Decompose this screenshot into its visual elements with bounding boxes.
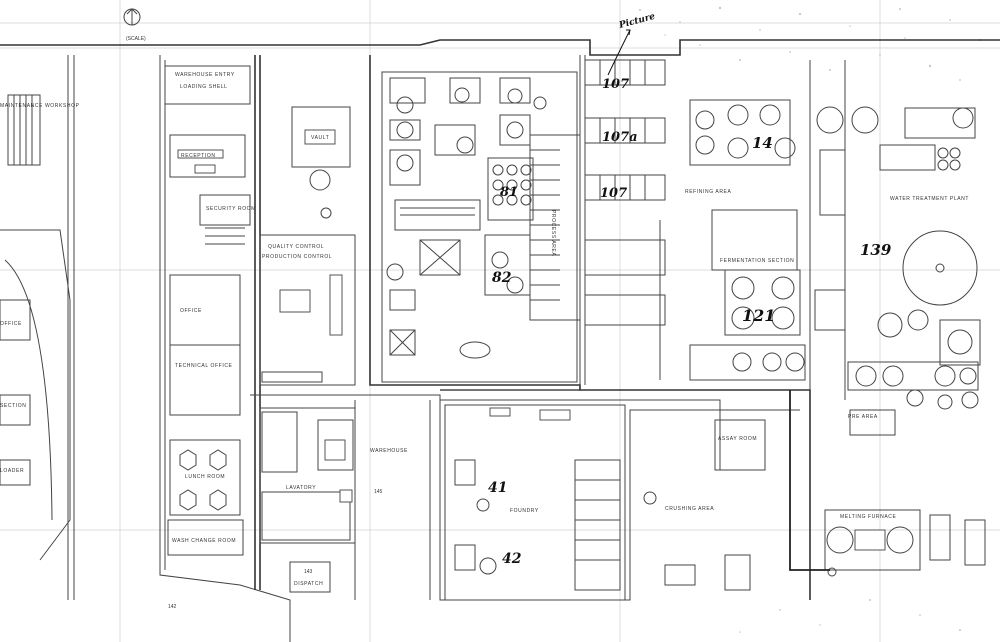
left-maintenance-label: MAINTENANCE WORKSHOP (0, 103, 80, 109)
fermentation-label: FERMENTATION SECTION (720, 258, 794, 264)
callout-143: 143 (304, 569, 313, 575)
control-block: VAULT QUALITY CONTROL PRODUCTION CONTROL (259, 106, 356, 386)
scale-note: (SCALE) (126, 36, 146, 42)
lavatory-label: LAVATORY (286, 485, 316, 491)
callout-145: 145 (374, 489, 383, 495)
melting-furnace: MELTING FURNACE (824, 509, 986, 577)
technical-office-label: TECHNICAL OFFICE (175, 363, 233, 369)
north-arrow-icon: (SCALE) (123, 8, 146, 42)
loading-shell-label: LOADING SHELL (180, 84, 228, 90)
water-treatment-label: WATER TREATMENT PLANT (890, 196, 969, 202)
left-section-label: SECTION (0, 403, 26, 409)
pre-area-label: PRE AREA (848, 414, 878, 420)
pipe-run (440, 389, 830, 571)
callout-41: 41 (488, 480, 507, 496)
refining-area: 107 107a 107 REFINING AREA 14 (584, 59, 796, 380)
control-panel-racks (529, 134, 581, 321)
left-wing: MAINTENANCE WORKSHOP OFFICE SECTION LOAD… (0, 94, 80, 486)
lavatory-block: LAVATORY 143 DISPATCH (259, 407, 356, 593)
callout-81: 81 (500, 185, 518, 200)
callout-107-c: 107 (600, 186, 627, 201)
foundry-block: 41 FOUNDRY 42 CRUSHING AREA ASSAY ROOM P… (444, 404, 878, 601)
warehouse-hall: WAREHOUSE 145 (370, 448, 408, 495)
vault-label: VAULT (311, 135, 329, 141)
water-treatment: WATER TREATMENT PLANT 139 (814, 106, 981, 436)
callout-42: 42 (502, 551, 522, 567)
process-area-label: PROCESS AREA (550, 210, 556, 256)
production-control-label: PRODUCTION CONTROL (262, 254, 332, 260)
dispatch-label: DISPATCH (294, 581, 323, 587)
foundry-label: FOUNDRY (510, 508, 539, 514)
callout-139: 139 (860, 241, 892, 259)
process-area: 81 82 PROCESS AREA (381, 71, 581, 383)
callout-121: 121 (742, 306, 775, 325)
left-loader-label: LOADER (0, 468, 24, 474)
warehouse-entry-label: WAREHOUSE ENTRY (175, 72, 235, 78)
melting-furnace-label: MELTING FURNACE (840, 514, 896, 520)
assay-room-label: ASSAY ROOM (718, 436, 757, 442)
quality-control-label: QUALITY CONTROL (268, 244, 324, 250)
callout-107-a: 107 (602, 77, 629, 92)
callout-14: 14 (752, 134, 773, 152)
left-office-label: OFFICE (0, 321, 22, 327)
crushing-area-label: CRUSHING AREA (665, 506, 714, 512)
callout-107-b: 107a (602, 130, 638, 145)
sheet-corner-number: 142 (168, 604, 177, 610)
handwritten-note: Picture (617, 12, 656, 32)
lunch-room-label: LUNCH ROOM (185, 474, 225, 480)
warehouse-label: WAREHOUSE (370, 448, 408, 454)
callout-82: 82 (492, 270, 512, 286)
fermentation-section: FERMENTATION SECTION 121 (689, 209, 806, 381)
office-label: OFFICE (180, 308, 202, 314)
reception-label: RECEPTION (181, 153, 216, 159)
wash-change-room-label: WASH CHANGE ROOM (172, 538, 236, 544)
refining-area-label: REFINING AREA (685, 189, 731, 195)
security-room-label: SECURITY ROOM (206, 206, 256, 212)
admin-block: WAREHOUSE ENTRY LOADING SHELL RECEPTION … (164, 65, 256, 610)
